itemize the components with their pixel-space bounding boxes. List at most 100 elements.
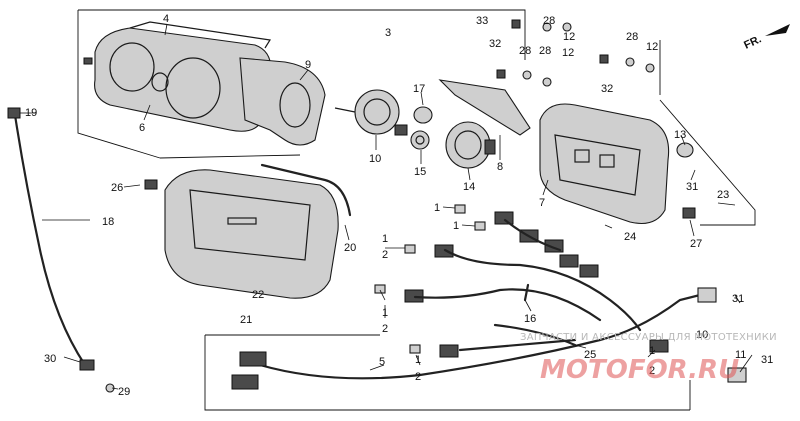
callout-label: 5 <box>379 356 385 368</box>
front-direction-marker: FR. <box>742 24 790 52</box>
arrow-icon <box>765 24 790 36</box>
coupler-icon <box>239 351 267 367</box>
bulb-icon <box>404 244 416 254</box>
callout-label: 22 <box>252 289 264 301</box>
washer-icon <box>645 63 655 73</box>
callout-label: 13 <box>674 129 686 141</box>
gauge-part-10 <box>334 89 408 136</box>
watermark-logo: MOTOFOR.RU <box>540 355 739 385</box>
cable-end-icon <box>79 359 95 371</box>
bulb-icon <box>454 204 466 214</box>
callout-label: 1 <box>649 345 655 357</box>
callout-label: 3 <box>385 27 391 39</box>
lower-cover-part <box>144 169 339 299</box>
callout-label: 10 <box>369 153 381 165</box>
callout-label: 27 <box>690 238 702 250</box>
callout-label: 29 <box>118 386 130 398</box>
washer-icon <box>542 22 552 32</box>
bulb-icon <box>409 344 421 354</box>
callout-label: 8 <box>497 161 503 173</box>
callout-label: 23 <box>717 189 729 201</box>
callout-label: 2 <box>382 323 388 335</box>
speedometer-cable-part <box>7 107 115 393</box>
screw-icon <box>144 179 158 190</box>
callout-label: 16 <box>524 313 536 325</box>
callout-label: 32 <box>601 83 613 95</box>
callout-label: 12 <box>563 31 575 43</box>
callout-label: 32 <box>489 38 501 50</box>
bolt-icon <box>511 19 521 29</box>
callout-label: 18 <box>102 216 114 228</box>
watermark: ЗАПЧАСТИ И АКСЕССУАРЫ ДЛЯ МОТОТЕХНИКИ MO… <box>520 332 777 385</box>
relay-icon <box>727 367 747 383</box>
socket-icon <box>434 244 454 258</box>
callout-label: 9 <box>305 59 311 71</box>
callout-label: 2 <box>649 365 655 377</box>
relay-icon <box>697 287 717 303</box>
socket-icon <box>559 254 579 268</box>
bulb-icon <box>374 284 386 294</box>
meter-visor-part <box>239 57 326 146</box>
coupler-icon <box>231 374 259 390</box>
callout-label: 26 <box>111 182 123 194</box>
bulb-icon <box>474 221 486 231</box>
callout-label: 2 <box>382 249 388 261</box>
socket-icon <box>494 211 514 225</box>
callout-label: 15 <box>414 166 426 178</box>
seal-strip-part <box>260 163 352 217</box>
callout-label: 28 <box>543 15 555 27</box>
callout-label: 7 <box>539 197 545 209</box>
callout-label: 24 <box>624 231 636 243</box>
socket-icon <box>439 344 459 358</box>
washer-icon <box>625 57 635 67</box>
socket-icon <box>404 289 424 303</box>
callout-labels: 4 3 33 28 12 32 28 28 12 28 12 32 9 6 19… <box>25 13 773 398</box>
callout-label: 6 <box>139 122 145 134</box>
callout-label: 12 <box>562 47 574 59</box>
socket-parts <box>410 106 433 150</box>
cable-end-icon <box>7 107 21 119</box>
socket-icon <box>649 339 669 353</box>
callout-label: 10 <box>696 329 708 341</box>
callout-label: 20 <box>344 242 356 254</box>
callout-label: 19 <box>25 107 37 119</box>
callout-label: 17 <box>413 83 425 95</box>
callout-label: 1 <box>382 307 388 319</box>
callout-label: 28 <box>539 45 551 57</box>
wire-harness-part <box>231 218 747 390</box>
watermark-text: ЗАПЧАСТИ И АКСЕССУАРЫ ДЛЯ МОТОТЕХНИКИ <box>520 332 777 343</box>
gauge-part-14 <box>445 121 496 169</box>
callout-label: 1 <box>382 233 388 245</box>
leader-lines <box>20 23 753 390</box>
callout-label: 1 <box>434 202 440 214</box>
callout-label: 14 <box>463 181 475 193</box>
callout-label: 25 <box>584 349 596 361</box>
bulb-sockets <box>374 204 669 358</box>
callout-label: 1 <box>415 354 421 366</box>
callout-label: 1 <box>453 220 459 232</box>
callout-label: 4 <box>163 13 169 25</box>
grommet-icon <box>676 142 694 158</box>
meter-housing-part <box>539 103 696 225</box>
connector-icon <box>394 124 408 136</box>
washer-icon <box>522 70 532 80</box>
direction-label: FR. <box>742 33 763 51</box>
callout-label: 31 <box>732 293 744 305</box>
socket-icon <box>579 264 599 278</box>
callout-label: 21 <box>240 314 252 326</box>
callout-label: 31 <box>686 181 698 193</box>
callout-label: 30 <box>44 353 56 365</box>
callout-label: 12 <box>646 41 658 53</box>
callout-label: 28 <box>519 45 531 57</box>
bolt-icon <box>599 54 609 64</box>
bolt-icon <box>496 69 506 79</box>
indicator-panel-part <box>438 79 531 136</box>
connector-icon <box>484 139 496 155</box>
callout-label: 2 <box>415 371 421 383</box>
callout-label: 33 <box>476 15 488 27</box>
hardware-top <box>496 19 655 87</box>
clip-icon <box>682 207 696 219</box>
washer-icon <box>542 77 552 87</box>
